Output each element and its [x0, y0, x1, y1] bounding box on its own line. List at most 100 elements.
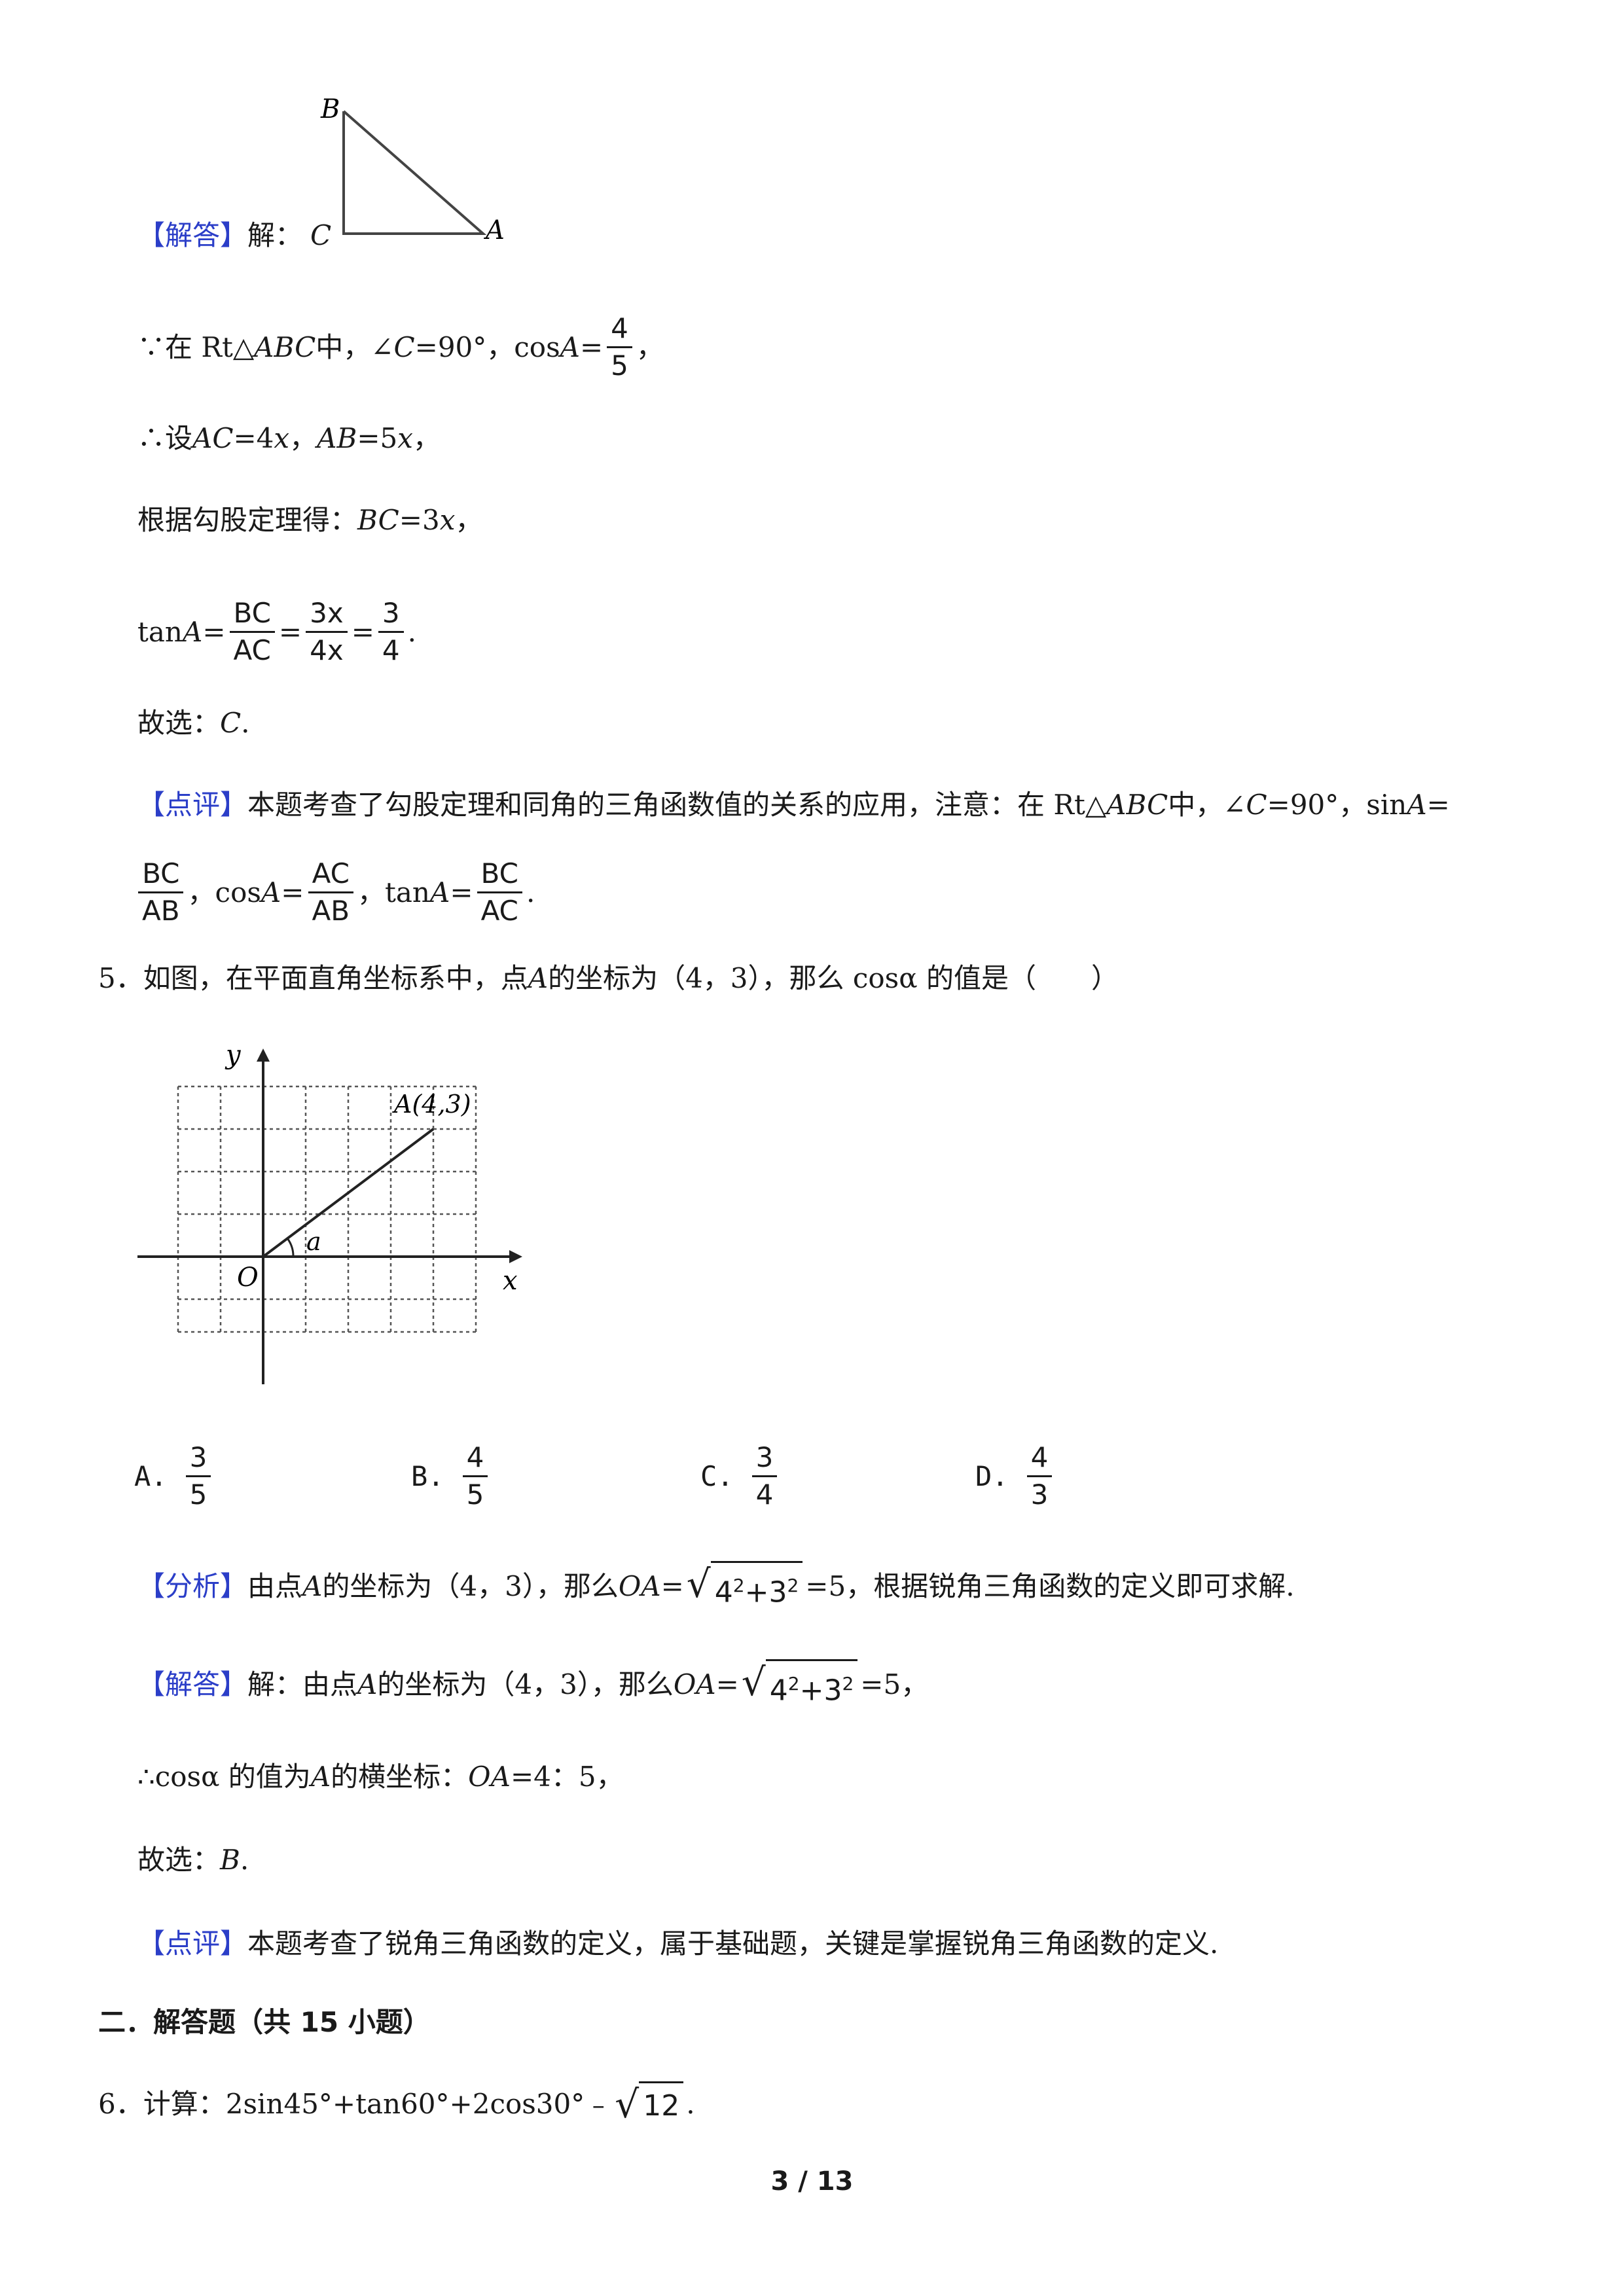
radical-sign: √ [615, 2082, 640, 2126]
text: =90°，sin [1267, 789, 1407, 821]
text: 中，∠ [316, 331, 394, 363]
text: 4 [714, 1575, 733, 1609]
option-label: A. [134, 1460, 168, 1492]
square-root: √42+32 [742, 1659, 858, 1710]
text: OA [673, 1668, 716, 1700]
vertex-c-label: C [310, 219, 332, 251]
numerator: 3 [751, 1440, 778, 1477]
text: = [715, 1668, 739, 1700]
text: = [281, 876, 304, 908]
text: 解：由点 [247, 1668, 358, 1700]
numerator: AC [308, 856, 353, 893]
option-label: C. [700, 1460, 734, 1492]
numerator: 4 [462, 1440, 488, 1477]
denominator: AB [142, 895, 180, 927]
text: 2 [787, 1575, 799, 1596]
text: = [660, 1570, 684, 1602]
numerator: BC [138, 856, 184, 893]
option-label: D. [975, 1460, 1009, 1492]
numerator: 4 [607, 311, 632, 348]
text: ∴设 [137, 422, 193, 454]
square-root: √12 [615, 2081, 684, 2127]
denominator: 5 [189, 1479, 208, 1511]
text: =5， [860, 1668, 929, 1700]
text: 故选： [137, 1844, 221, 1876]
text: 的坐标为（4，3），那么 cosα 的值是（ ） [548, 962, 1119, 994]
text: A [182, 615, 203, 648]
vertex-b-label: B [320, 94, 340, 124]
answer4-line5: 故选：C. [137, 704, 250, 743]
text: 本题考查了勾股定理和同角的三角函数值的关系的应用，注意：在 Rt△ [247, 789, 1107, 821]
text: . [240, 1844, 249, 1876]
text: ， [455, 504, 483, 536]
numerator: 4 [1026, 1440, 1053, 1477]
review5-tag: 【点评】 [137, 1928, 248, 1960]
option-label: B. [411, 1460, 444, 1492]
analysis5-tag: 【分析】 [137, 1570, 248, 1602]
text: +3 [799, 1674, 842, 1708]
text: AC [192, 422, 234, 454]
numerator: BC [229, 596, 275, 633]
text: A [560, 331, 580, 363]
radical-sign: √ [686, 1562, 711, 1606]
text: 的坐标为（4，3），那么 [377, 1668, 674, 1700]
x-axis-label: x [503, 1266, 518, 1296]
text: 2 [732, 1575, 745, 1596]
text: ∵在 Rt△ [137, 331, 255, 363]
text: C [393, 331, 415, 363]
text: ， [289, 422, 317, 454]
text: AB [317, 422, 357, 454]
text: A [310, 1761, 331, 1793]
denominator: 5 [611, 350, 628, 382]
answer4-header: 【解答】 解： C [137, 216, 331, 255]
text: 2 [787, 1673, 800, 1695]
denominator: 4 [755, 1479, 774, 1511]
text: . [526, 876, 535, 908]
text: A [302, 1570, 323, 1602]
text: = [1426, 789, 1450, 821]
page-number: 3 / 13 [770, 2166, 854, 2197]
text: OA [468, 1761, 511, 1793]
text: ∴cosα 的值为 [137, 1761, 311, 1793]
denominator: 4x [310, 634, 344, 666]
text: x [274, 422, 290, 454]
answer5-line3: 故选：B. [137, 1840, 249, 1880]
text: ABC [254, 331, 316, 363]
denominator: AC [480, 895, 518, 927]
answer5-tag: 【解答】 [137, 1668, 248, 1700]
triangle-figure: B A [320, 94, 505, 245]
origin-label: O [237, 1263, 259, 1293]
text: 中，∠ [1168, 789, 1246, 821]
text: tan [137, 615, 183, 648]
text: =90°，cos [414, 331, 560, 363]
text: 由点 [247, 1570, 303, 1602]
text: 故选： [137, 707, 221, 739]
text: 4 [769, 1674, 788, 1708]
coordinate-figure: y x O A(4,3) a [137, 1040, 522, 1384]
text: A [528, 962, 549, 994]
radicand: 42+32 [710, 1561, 803, 1612]
text: x [439, 504, 456, 536]
denominator: 4 [382, 634, 400, 666]
vertex-a-label: A [483, 215, 505, 245]
text: 2 [842, 1673, 854, 1695]
denominator: 3 [1030, 1479, 1049, 1511]
text: A [1407, 789, 1427, 821]
question6: 6．计算：2sin45°+tan60°+2cos30°﹣ √12 . [98, 2081, 695, 2127]
text: ABC [1106, 789, 1168, 821]
